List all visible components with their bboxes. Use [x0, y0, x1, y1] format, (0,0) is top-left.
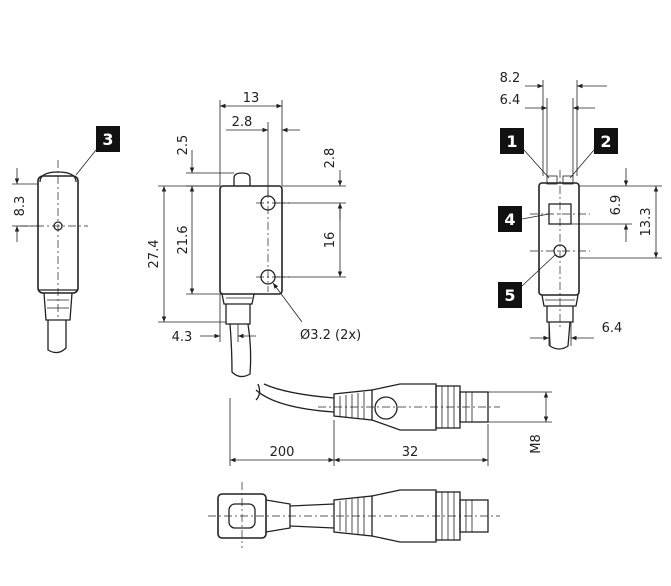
callout-2: 2: [594, 128, 618, 154]
svg-text:5: 5: [504, 286, 515, 305]
callout-1: 1: [500, 128, 524, 154]
side-view-left: 8.3 3: [12, 126, 120, 354]
callout-3: 3: [96, 126, 120, 152]
dim-21-6: 21.6: [176, 226, 191, 255]
front-view-center: 13 2.8 2.5 27.4 21.6 2.8 16 4.3: [147, 91, 361, 378]
dim-13: 13: [243, 91, 260, 106]
svg-text:4: 4: [504, 210, 515, 229]
dim-2-5: 2.5: [176, 135, 191, 156]
dim-2-8-top: 2.8: [232, 115, 253, 130]
dim-hole: Ø3.2 (2x): [300, 328, 361, 343]
svg-text:2: 2: [600, 132, 611, 151]
dim-200: 200: [270, 445, 295, 460]
dim-32: 32: [402, 445, 419, 460]
svg-text:3: 3: [102, 130, 113, 149]
callout-4: 4: [498, 206, 522, 232]
top-view-bottom: [208, 482, 500, 548]
dim-16: 16: [323, 232, 338, 249]
dim-m8: M8: [529, 434, 544, 454]
dim-8-3: 8.3: [13, 196, 28, 217]
dim-27-4: 27.4: [147, 240, 162, 269]
dim-6-4-bottom: 6.4: [602, 321, 623, 336]
callout-5: 5: [498, 282, 522, 308]
front-view-right: 8.2 6.4 6.9 13.3 6.4 1 2: [498, 71, 662, 350]
connector-side-view: 200 32 M8: [229, 383, 552, 466]
svg-text:1: 1: [506, 132, 517, 151]
dim-8-2: 8.2: [500, 71, 521, 86]
dim-2-8-right: 2.8: [323, 148, 338, 169]
dim-6-4-top: 6.4: [500, 93, 521, 108]
dim-6-9: 6.9: [609, 195, 624, 216]
dim-13-3: 13.3: [639, 208, 654, 237]
dim-4-3: 4.3: [172, 330, 193, 345]
